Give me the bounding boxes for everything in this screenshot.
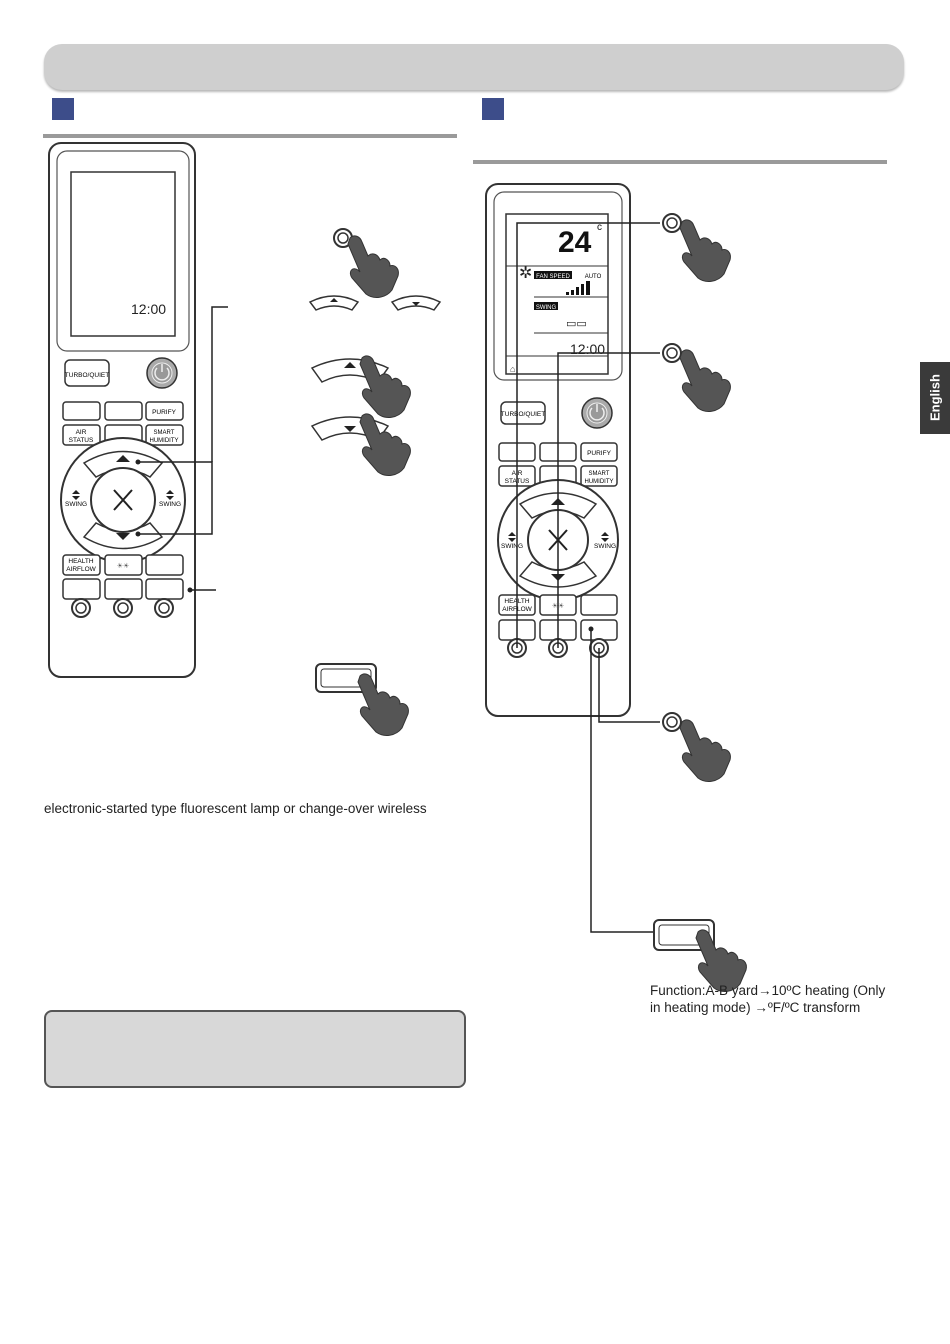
right-fan-icon[interactable] <box>548 529 568 551</box>
left-hand-icon-4 <box>357 673 409 736</box>
section-marker-right <box>482 98 504 120</box>
up-key-icon <box>308 295 360 311</box>
left-air-status-button[interactable] <box>62 424 101 446</box>
left-updown-leader <box>138 461 213 535</box>
right-swing-icon: ▭▭ <box>566 318 587 330</box>
left-health-airflow-button[interactable] <box>62 554 101 576</box>
left-screen-time: 12:00 <box>131 301 166 317</box>
right-leader-2 <box>557 352 660 648</box>
left-up-arrow-icon[interactable] <box>116 455 130 462</box>
function-text-line-1: Function:A-B yard→10ºC heating (Only <box>650 983 886 998</box>
left-hand-icon-2 <box>359 355 411 418</box>
right-smart-humidity-button[interactable] <box>580 465 618 487</box>
right-swing-right-label: SWING <box>594 543 616 550</box>
down-key-icon <box>390 295 442 311</box>
left-light-button[interactable] <box>104 554 143 576</box>
note-box <box>44 1010 466 1088</box>
left-down-arrow-icon[interactable] <box>116 533 130 540</box>
left-turbo-quiet-label: TURBO/QUIET <box>65 372 109 379</box>
right-swing-label: SWING <box>536 305 557 311</box>
right-hand-icon-1 <box>679 219 731 282</box>
right-swing-right-icon <box>601 532 609 542</box>
left-button-r5-3[interactable] <box>145 578 184 600</box>
left-fan-icon[interactable] <box>113 489 133 511</box>
right-leader-3 <box>598 648 660 723</box>
left-swing-right-icon <box>166 490 174 500</box>
right-button-r5-3[interactable] <box>580 619 618 641</box>
left-hand-icon-1 <box>347 235 399 298</box>
left-smart-humidity-label-1: SMART <box>154 430 175 436</box>
left-button-r4-3[interactable] <box>145 554 184 576</box>
left-button-r1-2[interactable] <box>104 401 143 421</box>
right-swing-left-label: SWING <box>501 543 523 550</box>
right-swing-left-icon <box>508 532 516 542</box>
right-hand-icon-3 <box>679 719 731 782</box>
header-banner <box>44 44 904 90</box>
left-swing-left-icon <box>72 490 80 500</box>
right-ring-button-icon-1 <box>662 213 682 233</box>
left-smart-humidity-button[interactable] <box>145 424 184 446</box>
right-turbo-quiet-label: TURBO/QUIET <box>501 411 545 418</box>
left-button-r5-2[interactable] <box>104 578 143 600</box>
right-power-icon <box>589 407 605 421</box>
left-purify-button[interactable] <box>145 401 184 421</box>
left-health-airflow-label-1: HEALTH <box>68 558 93 565</box>
left-small-button-2[interactable] <box>113 598 133 618</box>
right-fan-speed-label: FAN SPEED <box>536 274 570 280</box>
right-temperature: 24 <box>558 226 592 259</box>
section-marker-left <box>52 98 74 120</box>
right-snowflake-icon: ✲ <box>519 265 532 282</box>
right-leader-1 <box>516 222 660 648</box>
right-fan-speed-bars-icon <box>566 281 590 295</box>
left-smart-humidity-label-2: HUMIDITY <box>150 438 179 444</box>
right-smart-humidity-label-1: SMART <box>589 471 610 477</box>
left-button-r1-1[interactable] <box>62 401 101 421</box>
right-leader-4 <box>590 629 656 933</box>
right-ring-button-icon-3 <box>662 712 682 732</box>
right-fan-mode: AUTO <box>585 274 602 280</box>
right-purify-label: PURIFY <box>587 450 612 457</box>
left-air-status-label-1: AIR <box>76 429 87 436</box>
right-screen-time: 12:00 <box>570 341 605 357</box>
right-lock-icon: ⌂ <box>510 364 515 374</box>
left-swing-right-label: SWING <box>159 501 181 508</box>
left-purify-label: PURIFY <box>152 409 177 416</box>
right-button-r4-3[interactable] <box>580 594 618 616</box>
right-smart-humidity-label-2: HUMIDITY <box>585 479 614 485</box>
right-purify-button[interactable] <box>580 442 618 462</box>
section-rule-left <box>43 134 457 138</box>
left-turbo-quiet-button[interactable] <box>64 359 110 387</box>
left-button-r5-1[interactable] <box>62 578 101 600</box>
function-text-line-2: in heating mode) →ºF/ºC transform <box>650 1000 861 1015</box>
left-swing-left-label: SWING <box>65 501 87 508</box>
left-light-icon: ☀☀ <box>117 562 130 570</box>
right-hand-icon-2 <box>679 349 731 412</box>
section-rule-right <box>473 160 887 164</box>
lamp-note-text: electronic-started type fluorescent lamp… <box>44 801 427 816</box>
right-temp-unit: c <box>597 222 602 233</box>
left-health-airflow-label-2: AIRFLOW <box>66 566 96 573</box>
left-small-button-3[interactable] <box>154 598 174 618</box>
right-ring-button-icon-2 <box>662 343 682 363</box>
right-turbo-quiet-button[interactable] <box>500 401 546 425</box>
left-small-button-1[interactable] <box>71 598 91 618</box>
left-hand-icon-3 <box>359 413 411 476</box>
left-power-icon <box>154 367 170 381</box>
left-air-status-label-2: STATUS <box>69 437 94 444</box>
